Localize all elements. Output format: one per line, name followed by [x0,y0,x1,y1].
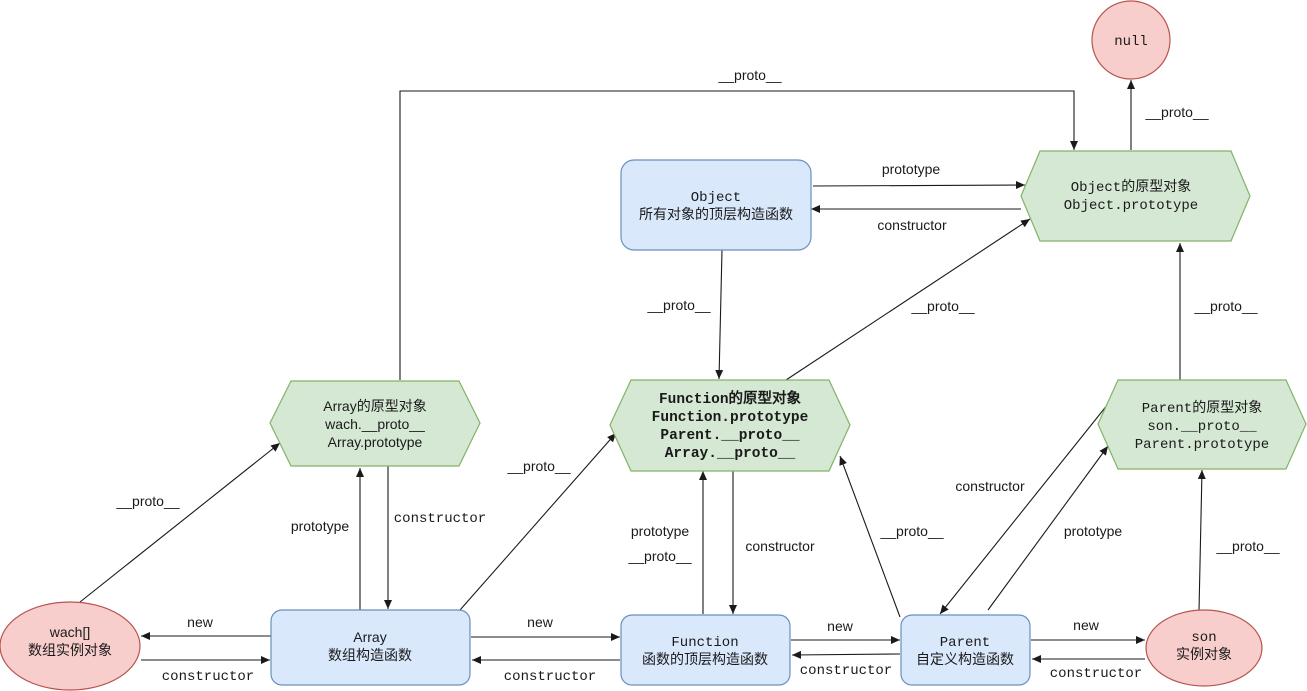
edge-label-object-proto-to-null: __proto__ [1144,104,1208,120]
node-function-constructor: Function 函数的顶层构造函数 [620,614,791,686]
edge-wach-to-array-proto [79,442,281,603]
node-son-instance: son 实例对象 [1145,609,1263,687]
node-wach-instance: wach[] 数组实例对象 [0,601,141,691]
edge-label-function-self-proto: __proto__ [627,548,691,564]
edge-parent-ctor-to-function-proto [839,455,901,618]
edge-label-object-constructor: constructor [877,217,947,233]
node-object-prototype: Object的原型对象 Object.prototype [1020,150,1251,242]
node-wach-instance-line1: wach[] [49,624,90,640]
node-array-constructor-line2: 数组构造函数 [328,647,412,663]
node-parent-prototype-line3: Parent.prototype [1135,437,1269,453]
edge-label-parent-ctor-to-function-proto: __proto__ [879,523,943,539]
node-object-prototype-line2: Object.prototype [1064,198,1198,214]
edge-label-array-ctor-to-function-proto: __proto__ [506,458,570,474]
edge-label-parent-proto-to-object-proto: __proto__ [1193,298,1257,314]
edge-parent-prototype [987,445,1109,611]
node-parent-prototype-line1: Parent的原型对象 [1142,400,1262,417]
edge-label-parent-new: new [827,618,854,634]
edge-label-parent-prototype: prototype [1064,523,1123,539]
node-wach-instance-line2: 数组实例对象 [28,642,112,658]
node-function-prototype: Function的原型对象 Function.prototype Parent.… [609,379,851,472]
edge-label-array-proto-to-object-proto: __proto__ [717,67,781,83]
node-array-constructor: Array 数组构造函数 [270,609,471,686]
edge-label-parent-ctor-constructor: constructor [800,663,892,679]
node-function-prototype-line1: Function的原型对象 [659,389,802,408]
node-function-prototype-line2: Function.prototype [652,410,809,426]
node-son-instance-line2: 实例对象 [1176,646,1232,662]
node-object-constructor: Object 所有对象的顶层构造函数 [620,159,812,251]
node-array-prototype-line3: Array.prototype [328,434,423,450]
edge-function-proto-to-object-proto [785,218,1031,381]
edge-object-prototype [812,181,1026,190]
node-parent-prototype-line2: son.__proto__ [1147,419,1257,435]
edge-array-proto-to-object-proto [399,90,1078,380]
edge-array-ctor-to-function-proto [459,432,617,611]
edge-label-function-prototype: prototype [631,523,690,539]
edge-label-object-prototype: prototype [882,161,941,177]
edge-label-wach-constructor: constructor [162,669,254,685]
edge-label-son-constructor: constructor [1050,666,1142,682]
edge-label-son-to-parent-proto: __proto__ [1215,538,1279,554]
edge-label-function-new: new [527,614,554,630]
edge-labels: __proto__ __proto__ prototype constructo… [115,67,1279,685]
node-parent-constructor-line1: Parent [940,635,990,651]
node-function-constructor-line2: 函数的顶层构造函数 [642,651,768,667]
edge-label-function-constructor: constructor [745,538,815,554]
edge-object-ctor-proto [715,249,724,380]
node-null: null [1091,0,1171,80]
node-array-prototype-line2: wach.__proto__ [324,416,425,432]
node-function-prototype-line4: Array.__proto__ [665,446,796,462]
node-parent-constructor-line2: 自定义构造函数 [916,651,1014,667]
node-array-prototype-line1: Array的原型对象 [323,398,426,414]
node-object-constructor-line1: Object [691,190,741,206]
node-null-label: null [1114,34,1148,50]
node-parent-constructor: Parent 自定义构造函数 [900,614,1031,686]
node-parent-prototype: Parent的原型对象 son.__proto__ Parent.prototy… [1097,379,1307,470]
edge-label-wach-to-array-proto: __proto__ [115,493,179,509]
node-array-constructor-line1: Array [353,629,386,645]
edge-label-object-ctor-proto: __proto__ [646,297,710,313]
node-object-constructor-line2: 所有对象的顶层构造函数 [639,206,793,222]
edge-label-parent-constructor: constructor [955,478,1025,494]
node-function-prototype-line3: Parent.__proto__ [660,428,800,444]
node-function-constructor-line1: Function [671,635,738,651]
node-array-prototype: Array的原型对象 wach.__proto__ Array.prototyp… [269,380,481,467]
node-object-prototype-line1: Object的原型对象 [1071,179,1191,196]
node-son-instance-line1: son [1191,630,1216,646]
edge-label-array-ctor-constructor: constructor [504,669,596,685]
edge-label-array-prototype: prototype [291,518,350,534]
edge-label-son-new: new [1073,617,1100,633]
edge-label-array-constructor: constructor [394,511,486,527]
edges [79,80,1206,664]
edge-parent-constructor [939,403,1109,615]
edge-son-to-parent-proto [1197,469,1206,612]
edge-label-array-new: new [187,614,214,630]
edge-label-function-proto-to-object-proto: __proto__ [910,298,974,314]
edge-parent-ctor-constructor [791,650,901,659]
